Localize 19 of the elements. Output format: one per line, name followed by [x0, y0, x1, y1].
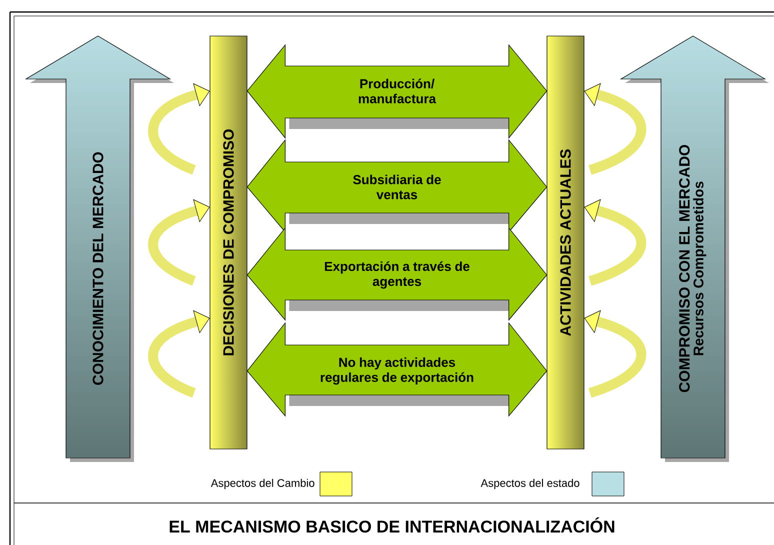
curved-arrow	[584, 310, 646, 398]
vertical-bar: ACTIVIDADES ACTUALES	[546, 36, 584, 450]
double-arrow	[246, 139, 548, 233]
edge-label: Exportación a través de agentes	[324, 261, 470, 289]
title: EL MECANISMO BASICO DE INTERNACIONALIZACIÓN	[170, 517, 614, 533]
double-arrow	[246, 227, 548, 321]
curved-arrow	[584, 83, 646, 175]
legend-label: Aspectos del estado	[480, 478, 580, 490]
curved-arrow	[148, 310, 210, 398]
curved-arrow	[148, 199, 210, 286]
double-arrow	[246, 44, 548, 139]
edge-label: Producción/ manufactura	[358, 78, 436, 104]
double-arrow	[246, 322, 548, 417]
edge-label: Subsidiaria de ventas	[353, 174, 441, 200]
vertical-bar: DECISIONES DE COMPROMISO	[210, 36, 248, 450]
curved-arrow	[584, 199, 646, 286]
curved-arrow	[148, 83, 210, 175]
legend-label: Aspectos del Cambio	[210, 478, 314, 490]
edge-label: No hay actividades regulares de exportación	[320, 357, 474, 385]
